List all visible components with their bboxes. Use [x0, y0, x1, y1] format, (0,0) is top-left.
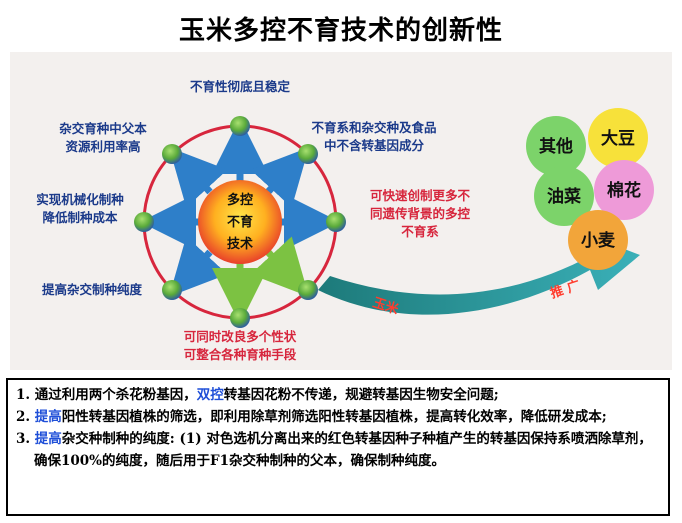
- arrow-label-maize: 玉米: [371, 295, 402, 319]
- note-3: 3. 提高杂交种制种的纯度: (1) 对色选机分离出来的红色转基因种子种植产生的…: [16, 431, 652, 469]
- label-topright-2: 中不含转基因成分: [324, 138, 425, 153]
- arrow-downleft: [169, 236, 228, 297]
- crop-other: 其他: [539, 136, 573, 157]
- note-1: 1. 通过利用两个杀花粉基因，双控转基因花粉不传递，规避转基因生物安全问题;: [16, 387, 499, 403]
- ring-dots: [134, 116, 346, 328]
- crop-bubble-soybean: [588, 108, 648, 168]
- note-2: 2. 提高阳性转基因植株的筛选，即利用除草剂筛选阳性转基因植株，提高转化效率，降…: [16, 409, 607, 425]
- dot-bottomleft: [162, 280, 182, 300]
- dot-right: [326, 212, 346, 232]
- label-right-1: 可快速创制更多不: [370, 188, 471, 203]
- label-topright-1: 不育系和杂交种及食品: [311, 120, 436, 135]
- core-line-2: 不育: [227, 214, 253, 230]
- dot-bottomright: [298, 280, 318, 300]
- core-line-1: 多控: [227, 192, 253, 208]
- core-circle: [198, 180, 282, 264]
- label-top: 不育性彻底且稳定: [190, 79, 291, 94]
- dot-topleft: [162, 144, 182, 164]
- label-topleft-1: 杂交育种中父本: [59, 121, 147, 136]
- crop-rapeseed: 油菜: [547, 186, 582, 207]
- crop-bubble-cotton: [594, 160, 654, 220]
- label-bottom-1: 可同时改良多个性状: [184, 329, 297, 344]
- dot-bottom: [230, 308, 250, 328]
- crop-cotton: 棉花: [607, 180, 641, 201]
- arrow-upleft: [169, 147, 228, 208]
- label-bottomleft: 提高杂交制种纯度: [42, 282, 143, 297]
- arrow-downright: [250, 236, 309, 297]
- dot-topright: [298, 144, 318, 164]
- label-left-2: 降低制种成本: [42, 210, 118, 225]
- label-bottom-2: 可整合各种育种手段: [184, 347, 297, 362]
- arrow-upright: [250, 147, 309, 208]
- label-right-2: 同遗传背景的多控: [370, 206, 471, 221]
- label-right-3: 不育系: [401, 224, 439, 239]
- label-topleft-2: 资源利用率高: [65, 139, 140, 154]
- notes-box: 1. 通过利用两个杀花粉基因，双控转基因花粉不传递，规避转基因生物安全问题; 2…: [6, 378, 670, 516]
- dot-top: [230, 116, 250, 136]
- dot-left: [134, 212, 154, 232]
- crop-bubble-other: [526, 116, 586, 176]
- core-line-3: 技术: [227, 236, 253, 252]
- crop-soybean: 大豆: [601, 128, 635, 149]
- crop-bubble-rapeseed: [534, 166, 594, 226]
- crop-bubble-wheat: [568, 210, 628, 270]
- label-left-1: 实现机械化制种: [36, 192, 124, 207]
- crop-wheat: 小麦: [581, 230, 616, 251]
- page-title: 玉米多控不育技术的创新性: [178, 16, 503, 46]
- promotion-arrow: [318, 235, 640, 315]
